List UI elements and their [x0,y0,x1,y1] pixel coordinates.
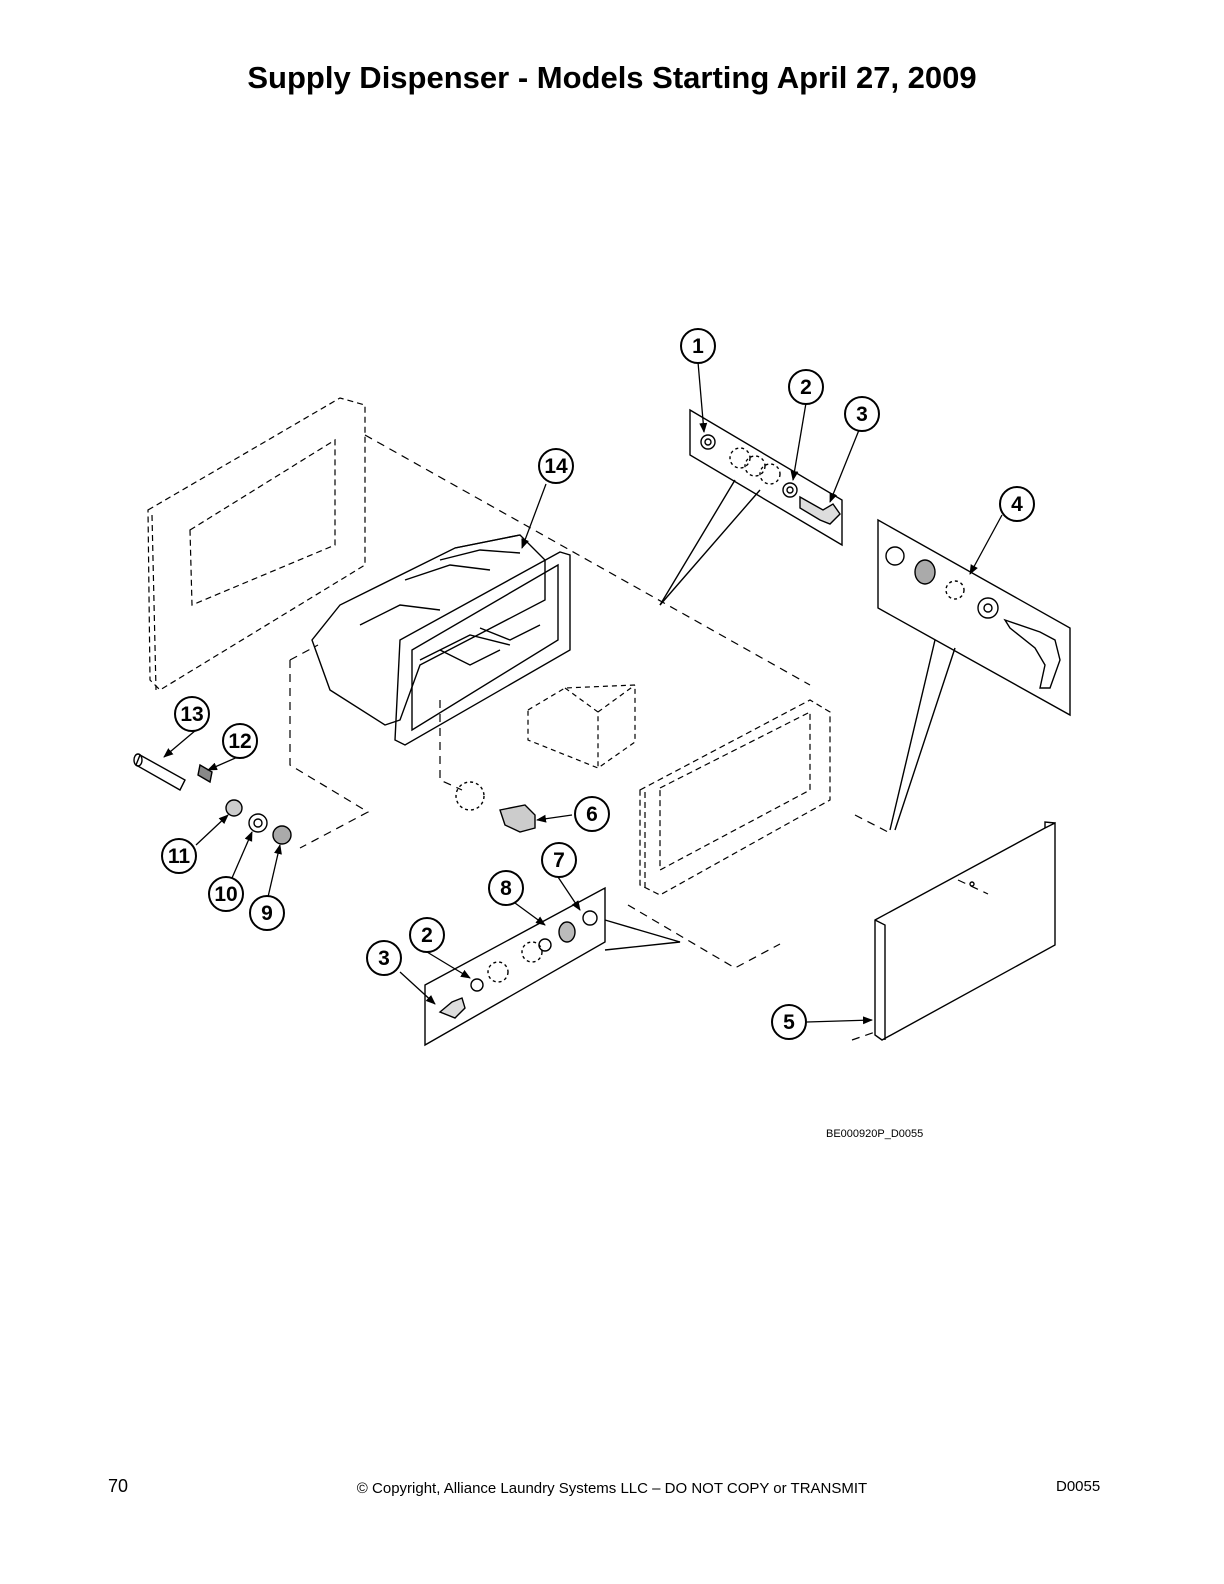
callout-7: 7 [541,842,577,878]
callout-label: 11 [168,845,191,868]
callout-3-top: 3 [844,396,880,432]
callout-label: 12 [228,730,251,753]
top-hardware-panel [659,408,843,606]
callout-14: 14 [538,448,574,484]
callout-8: 8 [488,870,524,906]
cover-panel [874,821,1056,1041]
callout-label: 9 [261,902,273,925]
dispenser-tray [311,534,571,746]
page-title: Supply Dispenser - Models Starting April… [247,60,977,95]
callout-label: 1 [692,335,704,358]
callout-label: 8 [500,877,512,900]
bottom-hardware-panel [424,886,681,1047]
latch-hardware-panel [877,518,1071,831]
callout-label: 3 [378,947,390,970]
bracket-outline [527,684,636,769]
left-hardware [133,753,292,845]
callout-2-bottom: 2 [409,917,445,953]
callout-9: 9 [249,895,285,931]
document-code: D0055 [1056,1478,1101,1495]
callout-label: 13 [180,703,203,726]
copyright-notice: © Copyright, Alliance Laundry Systems LL… [356,1480,868,1497]
rear-frame-outline [147,397,366,691]
assembly-guide-lines [289,434,989,1041]
callout-label: 7 [553,849,565,872]
callout-2-top: 2 [788,369,824,405]
callout-label: 5 [783,1011,795,1034]
page-number: 70 [108,1476,129,1496]
callout-13: 13 [174,696,210,732]
callout-3-bottom: 3 [366,940,402,976]
callout-label: 2 [800,376,812,399]
knob-assembly [455,781,536,833]
callout-4: 4 [999,486,1035,522]
callout-1: 1 [680,328,716,364]
callouts: 1 2 3 4 14 13 12 11 10 9 6 7 8 2 3 [161,328,1035,1040]
leader-lines [163,361,1003,1025]
callout-label: 10 [214,883,237,906]
callout-label: 3 [856,403,868,426]
callout-11: 11 [161,838,197,874]
callout-label: 14 [544,455,568,478]
callout-label: 2 [421,924,433,947]
front-frame-outline [639,699,831,896]
callout-12: 12 [222,723,258,759]
callout-5: 5 [771,1004,807,1040]
callout-label: 4 [1011,493,1023,516]
callout-10: 10 [208,876,244,912]
callout-6: 6 [574,796,610,832]
figure-code: BE000920P_D0055 [826,1128,924,1140]
callout-label: 6 [586,803,598,826]
